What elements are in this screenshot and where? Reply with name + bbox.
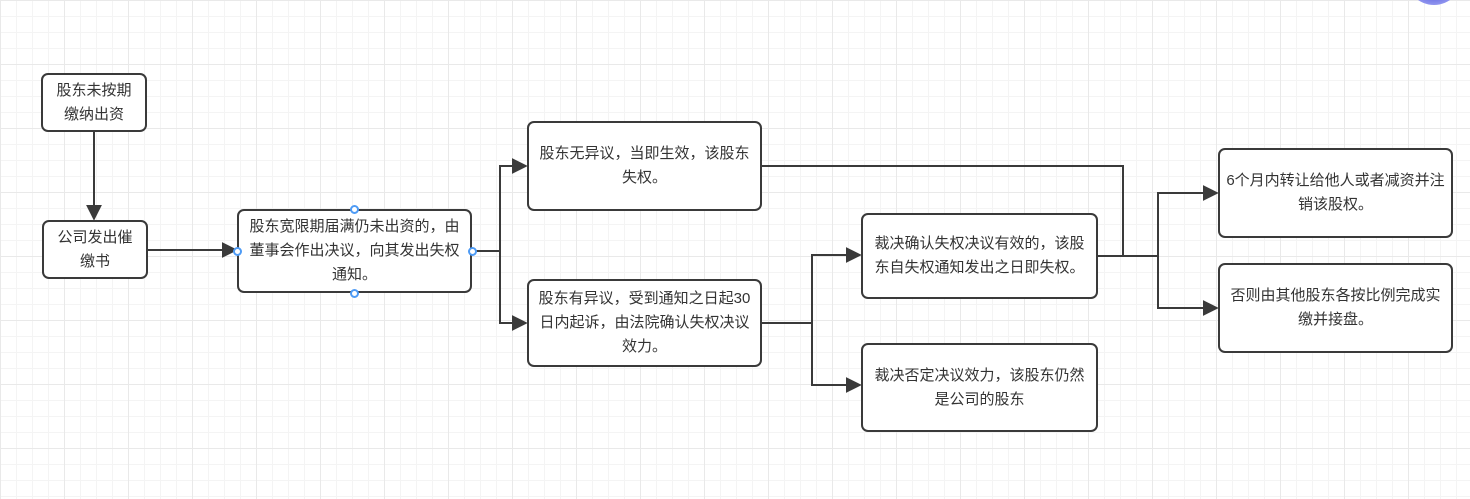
node-notice[interactable]: 公司发出催 缴书 [42, 220, 148, 279]
node-no-objection-label: 股东无异议，当即生效，该股东 失权。 [539, 145, 750, 186]
node-transfer-label: 6个月内转让给他人或者减资并注 销该股权。 [1226, 172, 1445, 213]
node-resolution-label: 股东宽限期届满仍未出资的，由 董事会作出决议，向其发出失权 通知。 [249, 218, 460, 283]
node-start[interactable]: 股东未按期 缴纳出资 [41, 73, 147, 132]
edge-merge-other-shareholders[interactable] [1157, 256, 1219, 316]
node-ruling-invalid-label: 裁决否定决议效力，该股东仍然 是公司的股东 [874, 366, 1085, 408]
node-notice-label: 公司发出催 缴书 [57, 228, 133, 270]
edge-objection-ruling-valid[interactable] [811, 247, 862, 323]
edge-merge-transfer[interactable] [1157, 185, 1219, 256]
node-ruling-invalid[interactable]: 裁决否定决议效力，该股东仍然 是公司的股东 [861, 343, 1098, 432]
connection-handle-left[interactable] [233, 247, 242, 256]
edge-no-objection-merge[interactable] [762, 165, 1124, 256]
edge-resolution-no-objection[interactable] [499, 158, 528, 251]
node-objection[interactable]: 股东有异议，受到通知之日起30 日内起诉，由法院确认失权决议 效力。 [527, 279, 762, 367]
connection-handle-bottom[interactable] [350, 289, 359, 298]
node-objection-label: 股东有异议，受到通知之日起30 日内起诉，由法院确认失权决议 效力。 [538, 290, 751, 355]
node-start-label: 股东未按期 缴纳出资 [56, 81, 132, 123]
node-ruling-valid-label: 裁决确认失权决议有效的，该股 东自失权通知发出之日即失权。 [874, 235, 1085, 276]
edge-resolution-objection[interactable] [499, 251, 528, 331]
collaborator-avatar[interactable] [1406, 0, 1462, 5]
node-resolution[interactable]: 股东宽限期届满仍未出资的，由 董事会作出决议，向其发出失权 通知。 [237, 209, 472, 293]
node-transfer[interactable]: 6个月内转让给他人或者减资并注 销该股权。 [1218, 148, 1453, 238]
connection-handle-right[interactable] [468, 247, 477, 256]
node-ruling-valid[interactable]: 裁决确认失权决议有效的，该股 东自失权通知发出之日即失权。 [861, 213, 1098, 299]
edge-objection-ruling-invalid[interactable] [811, 323, 862, 393]
node-other-shareholders[interactable]: 否则由其他股东各按比例完成实 缴并接盘。 [1218, 263, 1453, 353]
connection-handle-top[interactable] [350, 205, 359, 214]
node-other-shareholders-label: 否则由其他股东各按比例完成实 缴并接盘。 [1230, 287, 1441, 328]
node-no-objection[interactable]: 股东无异议，当即生效，该股东 失权。 [527, 121, 762, 211]
